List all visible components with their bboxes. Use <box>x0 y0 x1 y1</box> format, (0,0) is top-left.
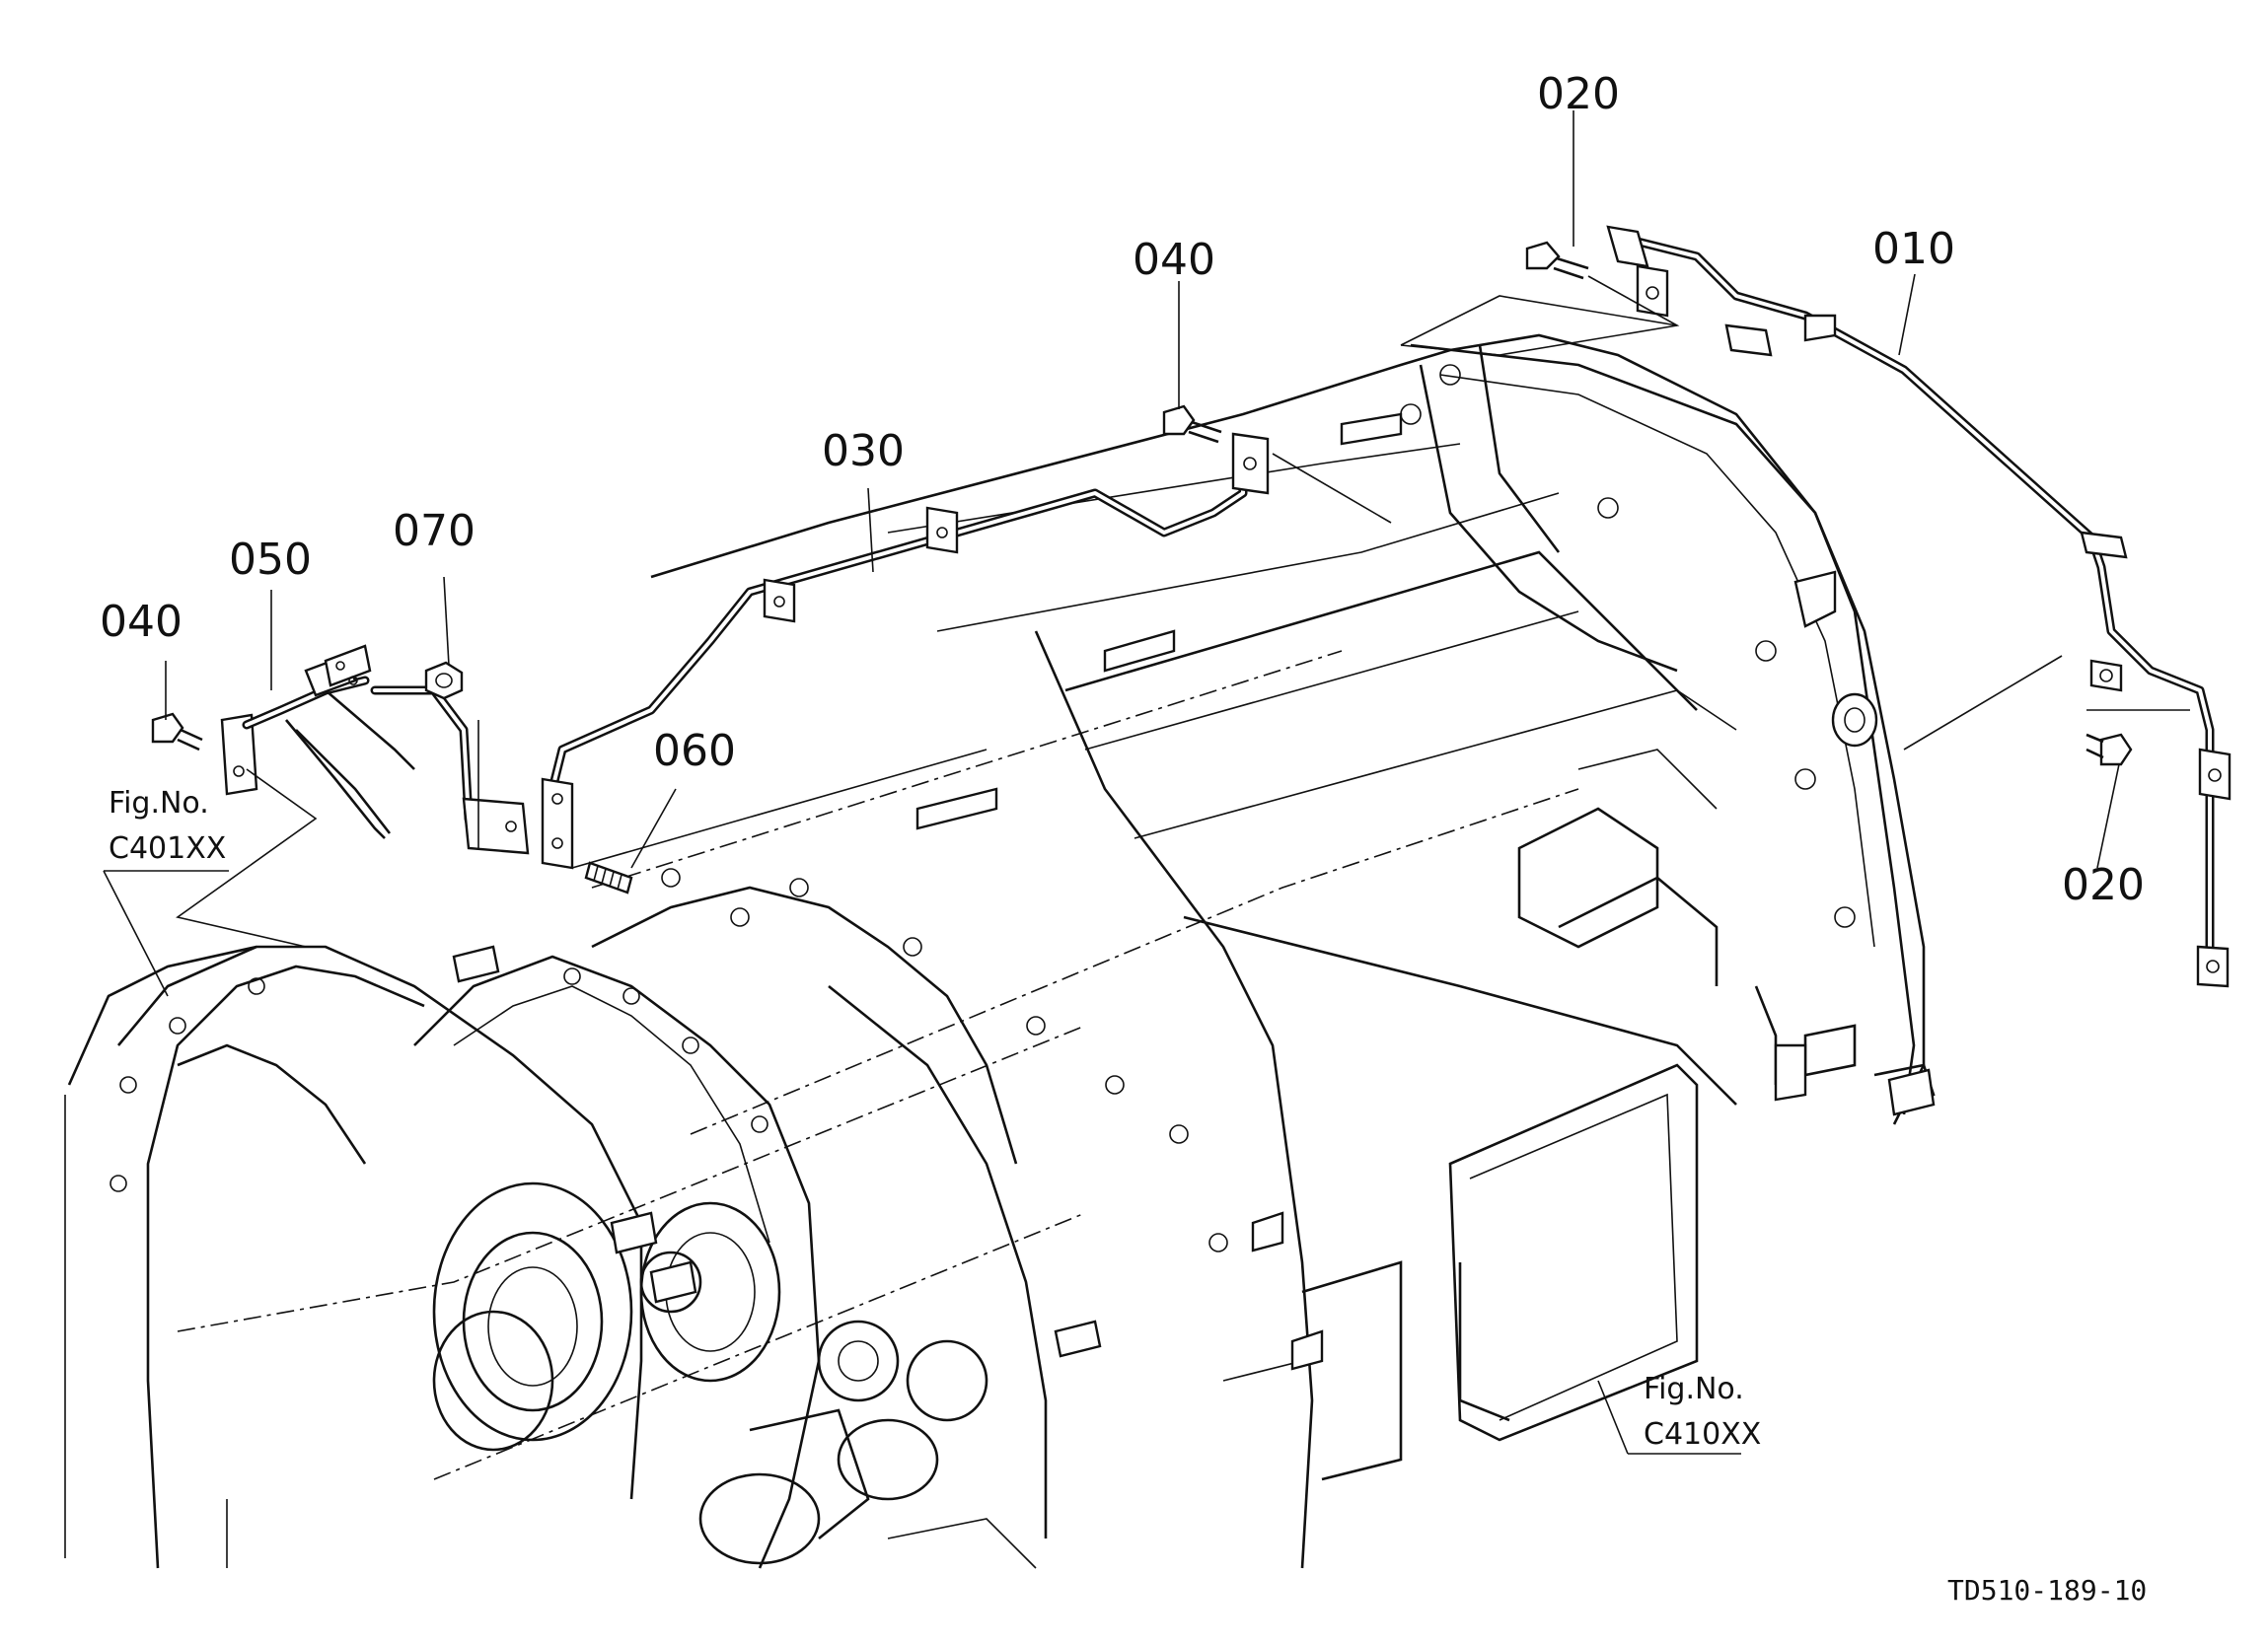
pipe-010 <box>1606 225 2231 988</box>
fig-ref-left-code: C401XX <box>109 831 226 866</box>
mounting-guides <box>176 275 2190 948</box>
transmission-housing <box>650 333 1936 1569</box>
part-label-010: 010 <box>1872 224 1955 274</box>
stud-060 <box>584 861 633 895</box>
bolt-040-mid <box>1162 404 1222 444</box>
hose-050 <box>220 644 415 839</box>
fig-ref-right-code: C410XX <box>1644 1417 1761 1452</box>
pipe-030 <box>541 432 1270 870</box>
fig-ref-left-title: Fig.No. <box>109 786 209 821</box>
part-label-050: 050 <box>229 535 312 585</box>
bolt-020-right <box>2085 733 2133 766</box>
nut-070 <box>424 661 464 700</box>
part-label-040-mid: 040 <box>1133 235 1215 285</box>
pipe-070 <box>370 685 530 855</box>
part-label-040-left: 040 <box>100 597 183 647</box>
leader-lines <box>103 110 2120 1455</box>
fig-ref-right-title: Fig.No. <box>1644 1372 1744 1406</box>
part-label-060: 060 <box>653 726 736 776</box>
part-label-020-right: 020 <box>2062 860 2145 910</box>
part-label-020-top: 020 <box>1537 69 1620 119</box>
part-label-030: 030 <box>822 426 905 476</box>
drawing-number: TD510-189-10 <box>1947 1574 2147 1607</box>
part-label-070: 070 <box>393 506 476 556</box>
bolt-020-top <box>1525 241 1589 280</box>
front-housing <box>64 650 1579 1569</box>
bolt-040-left <box>151 712 203 751</box>
